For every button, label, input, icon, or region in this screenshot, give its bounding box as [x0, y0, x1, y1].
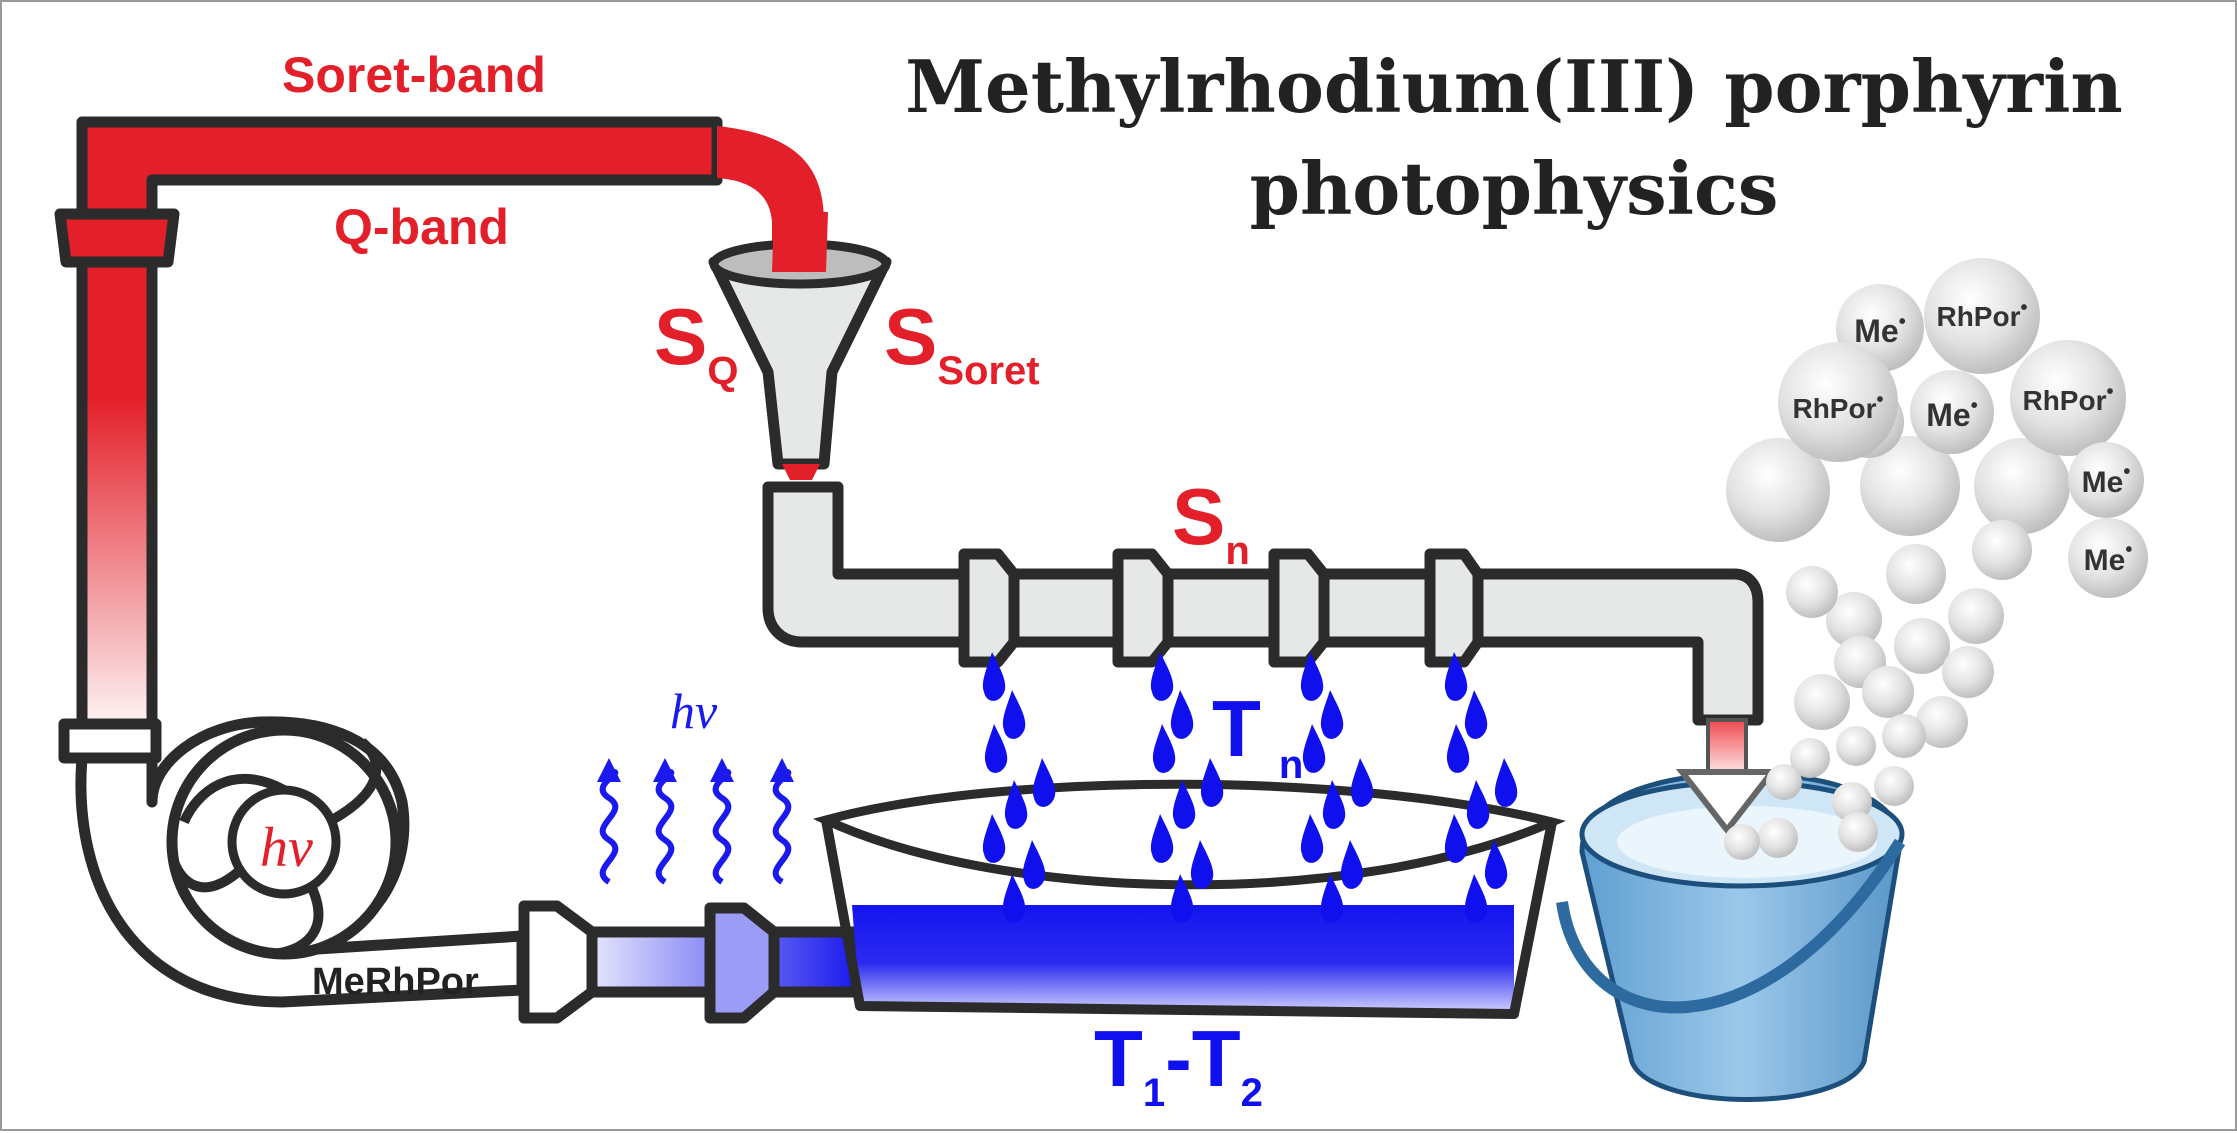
pump-impeller-icon: hν — [75, 716, 528, 1008]
svg-text:Me•: Me• — [1854, 311, 1905, 349]
svg-text:RhPor•: RhPor• — [1792, 389, 1883, 424]
title-line-1: Methylrhodium(III) porphyrin — [905, 44, 2123, 129]
excitation-pipe — [54, 116, 824, 764]
bubble-rhpor-2: RhPor• — [1778, 342, 1898, 462]
emission-arrows — [597, 758, 794, 885]
decay-bubbles: Me• RhPor• RhPor• Me• RhPor• Me• Me• — [1724, 258, 2148, 860]
svg-text:Me•: Me• — [2084, 539, 2133, 577]
bubble-me-3: Me• — [2068, 442, 2144, 518]
water-drop-icon — [982, 652, 1518, 923]
t1-t2-label: T1-T2 — [1094, 1014, 1263, 1115]
svg-text:Me•: Me• — [2082, 461, 2131, 499]
s-n-label: Sn — [1172, 472, 1250, 573]
svg-text:RhPor•: RhPor• — [1936, 297, 2027, 332]
svg-text:RhPor•: RhPor• — [2022, 381, 2113, 416]
wavy-arrow-icon — [770, 758, 794, 885]
singlet-pipe — [762, 481, 1764, 726]
bubble-me-2: Me• — [1910, 370, 1994, 454]
wavy-arrow-icon — [710, 758, 734, 885]
bucket-icon — [1556, 771, 1906, 1102]
triplet-inlet-tube — [518, 900, 863, 1024]
pump-hv-label: hν — [260, 817, 313, 879]
bubble-me-4: Me• — [2068, 518, 2148, 598]
wavy-arrow-icon — [653, 758, 677, 885]
bubble-rhpor-3: RhPor• — [2010, 340, 2126, 456]
pump-label: MeRhPor — [312, 961, 479, 1003]
s-q-label: SQ — [654, 292, 738, 393]
emission-hv-label: hν — [670, 683, 718, 739]
bubble-rhpor-1: RhPor• — [1924, 258, 2040, 374]
soret-band-label: Soret-band — [282, 47, 546, 103]
wavy-arrow-icon — [597, 758, 621, 885]
q-band-label: Q-band — [334, 199, 509, 255]
s-soret-label: SSoret — [884, 292, 1040, 393]
title-line-2: photophysics — [1250, 146, 1779, 231]
svg-text:Me•: Me• — [1926, 395, 1977, 433]
funnel-icon — [708, 212, 892, 480]
arrow-down-icon — [1675, 718, 1779, 835]
